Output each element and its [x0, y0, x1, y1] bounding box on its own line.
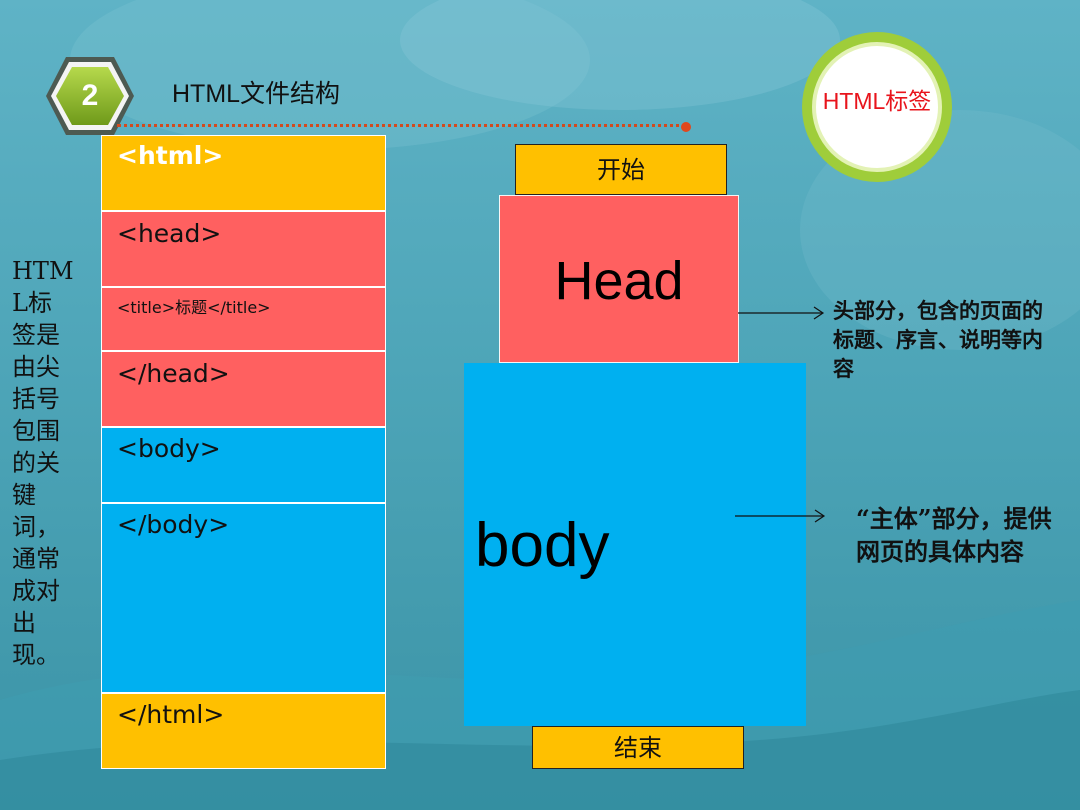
head-note: 头部分，包含的页面的标题、序言、说明等内容: [833, 298, 1043, 381]
head-label: Head: [554, 251, 684, 311]
body-arrow-icon: [735, 509, 826, 523]
tag-body-close: </body>: [101, 503, 386, 693]
section-title: HTML文件结构: [172, 80, 341, 108]
body-block: [464, 363, 806, 726]
tag-html-open: <html>: [101, 135, 386, 211]
section-number: 2: [81, 79, 99, 112]
head-arrow-icon: [738, 306, 825, 320]
end-box: 结束: [532, 726, 744, 769]
tag-body-open: <body>: [101, 427, 386, 503]
badge-label: HTML标签: [822, 88, 932, 114]
tag-html-close: </html>: [101, 693, 386, 769]
dotted-divider: [117, 124, 687, 127]
section-number-hexagon-icon: [46, 57, 134, 135]
side-description: HTML标签是由尖括号包围的关键词，通常成对出现。: [12, 257, 74, 669]
body-note: “主体”部分，提供网页的具体内容: [856, 504, 1052, 566]
tag-title: <title>标题</title>: [101, 287, 386, 351]
badge-inner-circle: [812, 42, 942, 172]
head-block: [499, 195, 739, 363]
tag-head-close: </head>: [101, 351, 386, 427]
body-label: body: [475, 511, 610, 580]
start-box: 开始: [515, 144, 727, 195]
tag-head-open: <head>: [101, 211, 386, 287]
divider-end-dot: [681, 122, 691, 132]
